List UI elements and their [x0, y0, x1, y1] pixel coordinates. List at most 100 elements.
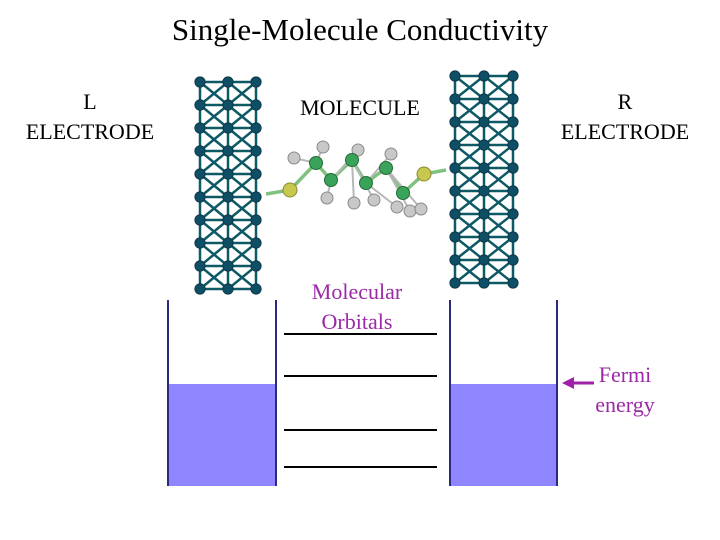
electrode-atom	[250, 237, 262, 249]
electrode-atom	[449, 139, 461, 151]
electrode-atom	[449, 162, 461, 174]
left-electrode-atomic-lattice-icon	[194, 76, 262, 295]
electrode-atom	[250, 214, 262, 226]
fermi-label-line2: energy	[595, 392, 655, 417]
carbon-atom	[379, 161, 393, 175]
carbon-atom	[309, 156, 323, 170]
electrode-atom	[478, 139, 490, 151]
electrode-atom	[250, 122, 262, 134]
electrode-atom	[194, 191, 206, 203]
electrode-atom	[250, 191, 262, 203]
hydrogen-atom	[390, 200, 404, 214]
electrode-atom	[478, 254, 490, 266]
electrode-atom	[507, 231, 519, 243]
hydrogen-atom	[351, 143, 365, 157]
molecular-orbitals-label: Molecular Orbitals	[282, 277, 432, 337]
electrode-atom	[449, 277, 461, 289]
carbon-atom	[396, 186, 410, 200]
electrode-atom	[222, 237, 234, 249]
electrode-atom	[507, 254, 519, 266]
left-electrode-label-line1: L	[83, 89, 97, 114]
electrode-atom	[449, 254, 461, 266]
electrode-atom	[222, 168, 234, 180]
electrode-atom	[222, 99, 234, 111]
electrode-atom	[449, 116, 461, 128]
hydrogen-atom	[316, 140, 330, 154]
hydrogen-atom	[367, 193, 381, 207]
electrode-atom	[449, 70, 461, 82]
molecule-label: MOLECULE	[300, 95, 420, 120]
electrode-atom	[222, 191, 234, 203]
left-fermi-sea	[168, 384, 276, 486]
electrode-atom	[507, 139, 519, 151]
electrode-atom	[449, 231, 461, 243]
left-electrode-label-line2: ELECTRODE	[25, 119, 155, 144]
electrode-atom	[449, 185, 461, 197]
electrode-atom	[478, 70, 490, 82]
right-electrode-atomic-lattice-icon	[449, 70, 519, 289]
electrode-atom	[222, 260, 234, 272]
hydrogen-atom	[414, 202, 428, 216]
diagram-title: Single-Molecule Conductivity	[171, 12, 549, 47]
fermi-label-line1: Fermi	[598, 362, 652, 387]
electrode-atom	[194, 145, 206, 157]
orbitals-label-line1: Molecular	[311, 279, 403, 304]
electrode-atom	[507, 162, 519, 174]
electrode-atom	[222, 283, 234, 295]
electrode-atom	[478, 277, 490, 289]
hydrogen-atom	[384, 147, 398, 161]
hydrogen-atom	[320, 191, 334, 205]
electrode-atom	[194, 260, 206, 272]
sulfur-atom	[282, 182, 298, 198]
electrode-atom	[507, 70, 519, 82]
right-electrode-label-line2: ELECTRODE	[560, 119, 690, 144]
right-electrode-label: R ELECTRODE	[540, 87, 710, 147]
left-electrode-label: L ELECTRODE	[10, 87, 170, 147]
alkanedithiol-molecule-icon	[265, 140, 447, 218]
electrode-atom	[507, 185, 519, 197]
electrode-atom	[449, 208, 461, 220]
electrode-atom	[250, 145, 262, 157]
electrode-atom	[250, 283, 262, 295]
electrode-atom	[222, 76, 234, 88]
electrode-atom	[194, 76, 206, 88]
electrode-atom	[194, 214, 206, 226]
orbitals-label-line2: Orbitals	[321, 309, 393, 334]
sulfur-atom	[416, 166, 432, 182]
electrode-atom	[194, 237, 206, 249]
hydrogen-atom	[287, 151, 301, 165]
electrode-atom	[222, 122, 234, 134]
electrode-atom	[478, 231, 490, 243]
well-walls	[167, 300, 558, 486]
carbon-atom	[359, 176, 373, 190]
right-electrode-label-line1: R	[617, 89, 633, 114]
electrode-atom	[194, 122, 206, 134]
electrode-atom	[478, 116, 490, 128]
electrode-atom	[449, 93, 461, 105]
electrode-atom	[507, 93, 519, 105]
carbon-atom	[324, 173, 338, 187]
electrode-atom	[507, 116, 519, 128]
electrode-atom	[222, 145, 234, 157]
hydrogen-atom	[403, 204, 417, 218]
electrode-atom	[250, 76, 262, 88]
left-arrow-icon	[562, 377, 594, 389]
electrode-atom	[250, 168, 262, 180]
electrode-atom	[250, 260, 262, 272]
electrode-atom	[250, 99, 262, 111]
electrode-atom	[507, 277, 519, 289]
electrode-atom	[194, 283, 206, 295]
electrode-atom	[194, 99, 206, 111]
electrode-atom	[478, 185, 490, 197]
electrode-atom	[507, 208, 519, 220]
fermi-energy-label: Fermi energy	[580, 360, 670, 420]
electrode-atom	[478, 162, 490, 174]
hydrogen-atom	[347, 196, 361, 210]
electrode-atom	[194, 168, 206, 180]
carbon-atom	[345, 153, 359, 167]
orbital-levels	[284, 333, 437, 468]
electrode-atom	[478, 93, 490, 105]
electrode-atom	[222, 214, 234, 226]
right-fermi-sea	[450, 384, 557, 486]
